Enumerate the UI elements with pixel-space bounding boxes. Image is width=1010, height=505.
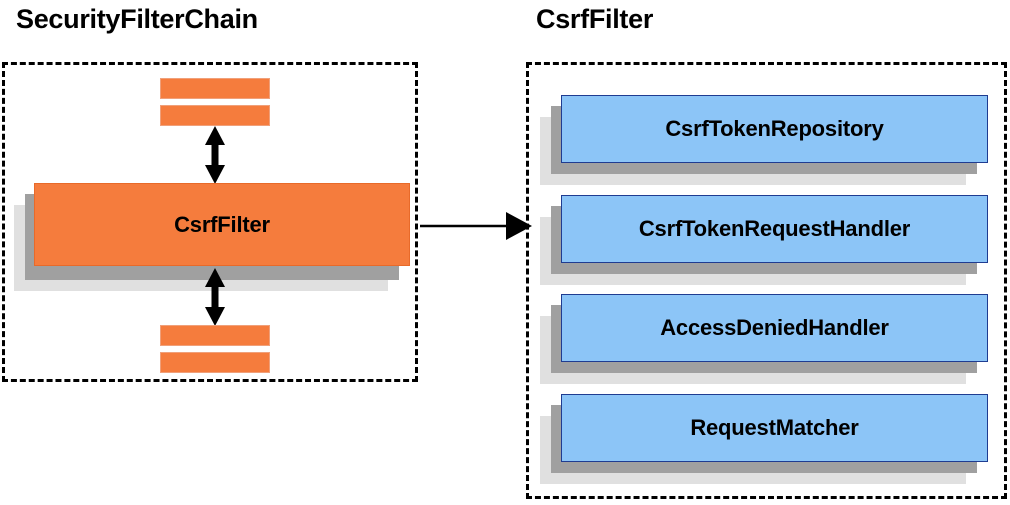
double-arrow-above-icon: [202, 126, 228, 184]
filter-bar-above-2: [160, 105, 270, 126]
accessdeniedhandler-box[interactable]: AccessDeniedHandler: [561, 294, 988, 362]
component-csrftokenrequesthandler: CsrfTokenRequestHandler: [540, 195, 988, 285]
page-title-security-filter-chain: SecurityFilterChain: [16, 4, 258, 34]
csrftokenrepository-box[interactable]: CsrfTokenRepository: [561, 95, 988, 163]
component-csrffilter: CsrfFilter: [14, 183, 410, 291]
panel-csrf-filter: [526, 62, 1007, 499]
requestmatcher-box[interactable]: RequestMatcher: [561, 394, 988, 462]
component-accessdeniedhandler: AccessDeniedHandler: [540, 294, 988, 384]
filter-bar-above-1: [160, 78, 270, 99]
page-title-csrf-filter: CsrfFilter: [536, 4, 654, 34]
component-csrftokenrepository: CsrfTokenRepository: [540, 95, 988, 185]
csrffilter-box[interactable]: CsrfFilter: [34, 183, 410, 266]
filter-bar-below-2: [160, 352, 270, 373]
csrftokenrequesthandler-box[interactable]: CsrfTokenRequestHandler: [561, 195, 988, 263]
panel-security-filter-chain: [2, 62, 418, 382]
component-requestmatcher: RequestMatcher: [540, 394, 988, 484]
connector-arrow-right-icon: [420, 212, 532, 240]
double-arrow-below-icon: [202, 268, 228, 326]
filter-bar-below-1: [160, 325, 270, 346]
